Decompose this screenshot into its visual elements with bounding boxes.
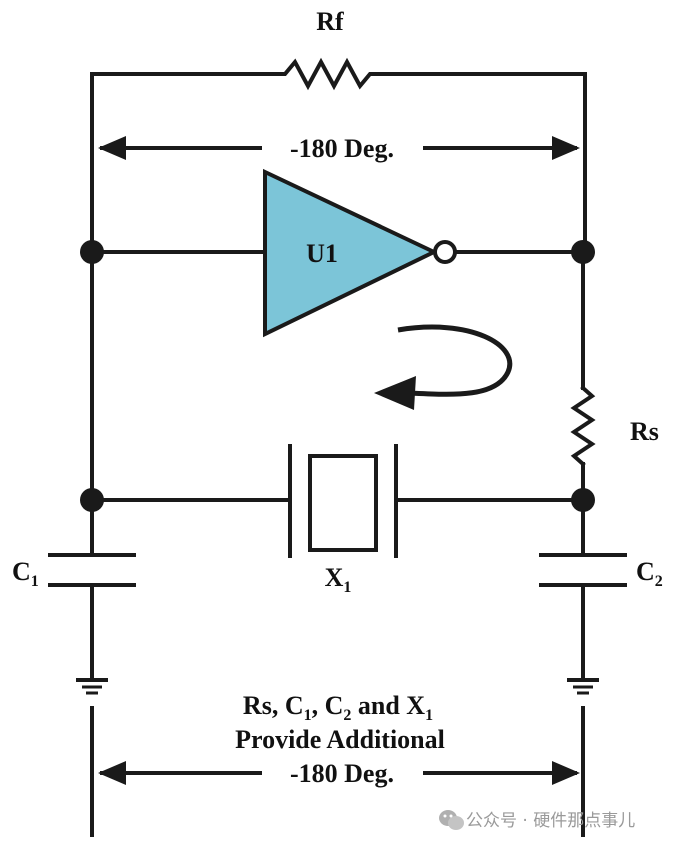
c1-capacitor (48, 553, 136, 680)
c2-label: C2 (636, 557, 663, 590)
ground-left-icon (76, 678, 108, 695)
x1-crystal (90, 444, 585, 558)
arrow-left-icon (98, 136, 126, 160)
rf-label: Rf (316, 7, 344, 36)
watermark-text: 公众号 · 硬件那点事儿 (466, 811, 635, 831)
rs-label: Rs (630, 417, 659, 446)
wechat-icon (439, 810, 464, 830)
note-line2: Provide Additional (235, 725, 445, 754)
arrow-right-icon (552, 136, 580, 160)
arrow-left-icon (98, 761, 126, 785)
rf-resistor (90, 57, 587, 252)
top-phase-arrow (98, 136, 580, 160)
u1-label: U1 (306, 239, 338, 268)
inverter-bubble (433, 240, 457, 264)
note-line1: Rs, C1, C2 and X1 (243, 691, 433, 724)
loop-direction-arrow (374, 324, 513, 410)
x1-label: X1 (325, 563, 352, 596)
arrow-right-icon (552, 761, 580, 785)
rs-resistor (570, 250, 596, 557)
u1-inverter (90, 168, 587, 338)
top-phase-label: -180 Deg. (290, 134, 394, 163)
c1-label: C1 (12, 557, 39, 590)
ground-right-icon (567, 678, 599, 695)
watermark: 公众号 · 硬件那点事儿 (439, 810, 635, 831)
bottom-phase-arrow (98, 761, 580, 785)
curved-arrow-icon (374, 376, 416, 410)
c2-capacitor (539, 553, 627, 680)
bottom-phase-label: -180 Deg. (290, 759, 394, 788)
